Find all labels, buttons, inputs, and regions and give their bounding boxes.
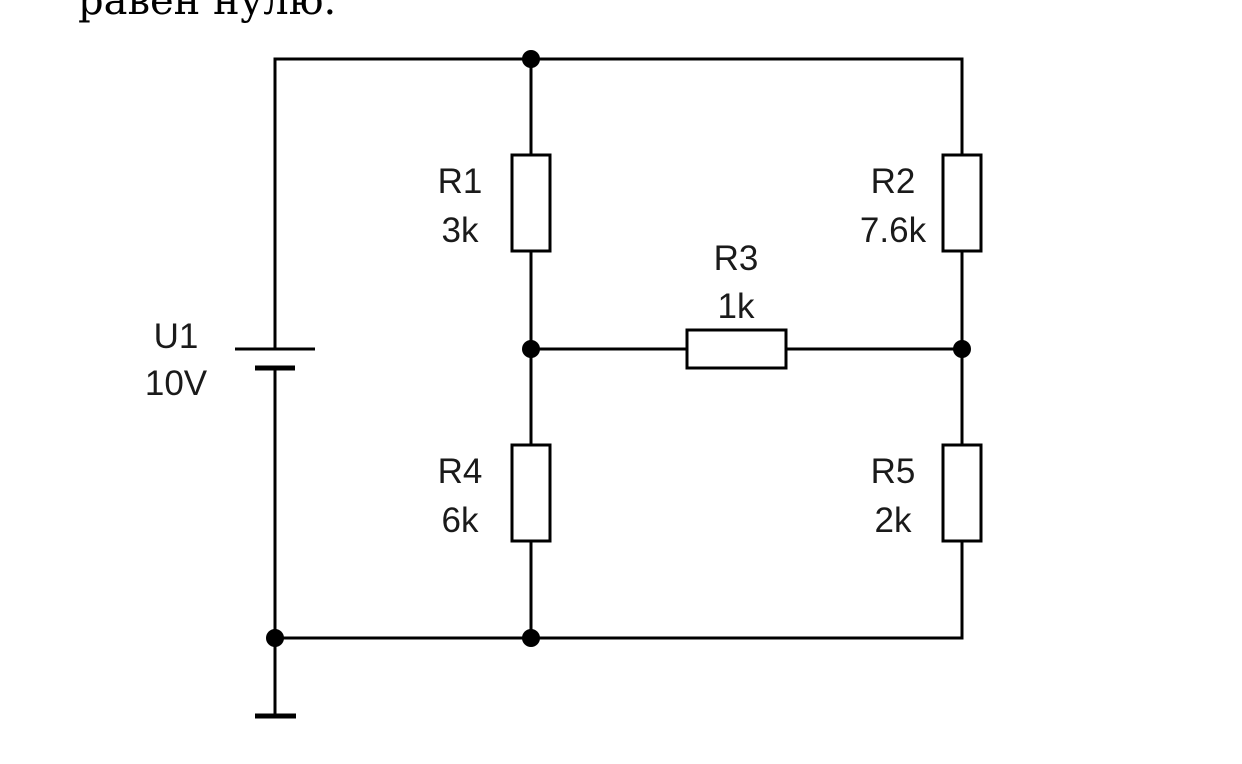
resistor-r2 — [941, 153, 983, 253]
problem-text-fragment: равен нулю. — [78, 0, 337, 24]
r1-value-label: 3k — [442, 211, 479, 250]
resistor-r3 — [685, 328, 788, 370]
junction-middle-right — [953, 340, 971, 358]
r3-name-label: R3 — [714, 239, 759, 278]
u1-name-label: U1 — [154, 317, 199, 356]
resistor-r5 — [941, 443, 983, 543]
r3-value-label: 1k — [718, 287, 755, 326]
r2-value-label: 7.6k — [860, 211, 927, 250]
r5-value-label: 2k — [875, 501, 912, 540]
r1-name-label: R1 — [438, 162, 483, 201]
resistor-r1 — [510, 153, 552, 253]
r2-name-label: R2 — [871, 162, 916, 201]
battery-u1 — [235, 347, 315, 371]
junction-bottom-middle — [522, 629, 540, 647]
wires — [273, 57, 964, 718]
junction-middle-left — [522, 340, 540, 358]
junction-top-middle — [522, 50, 540, 68]
resistor-r4 — [510, 443, 552, 543]
r5-name-label: R5 — [871, 452, 916, 491]
u1-value-label: 10V — [145, 364, 208, 403]
r4-value-label: 6k — [442, 501, 479, 540]
junction-nodes — [266, 50, 971, 647]
r4-name-label: R4 — [438, 452, 483, 491]
junction-bottom-left — [266, 629, 284, 647]
